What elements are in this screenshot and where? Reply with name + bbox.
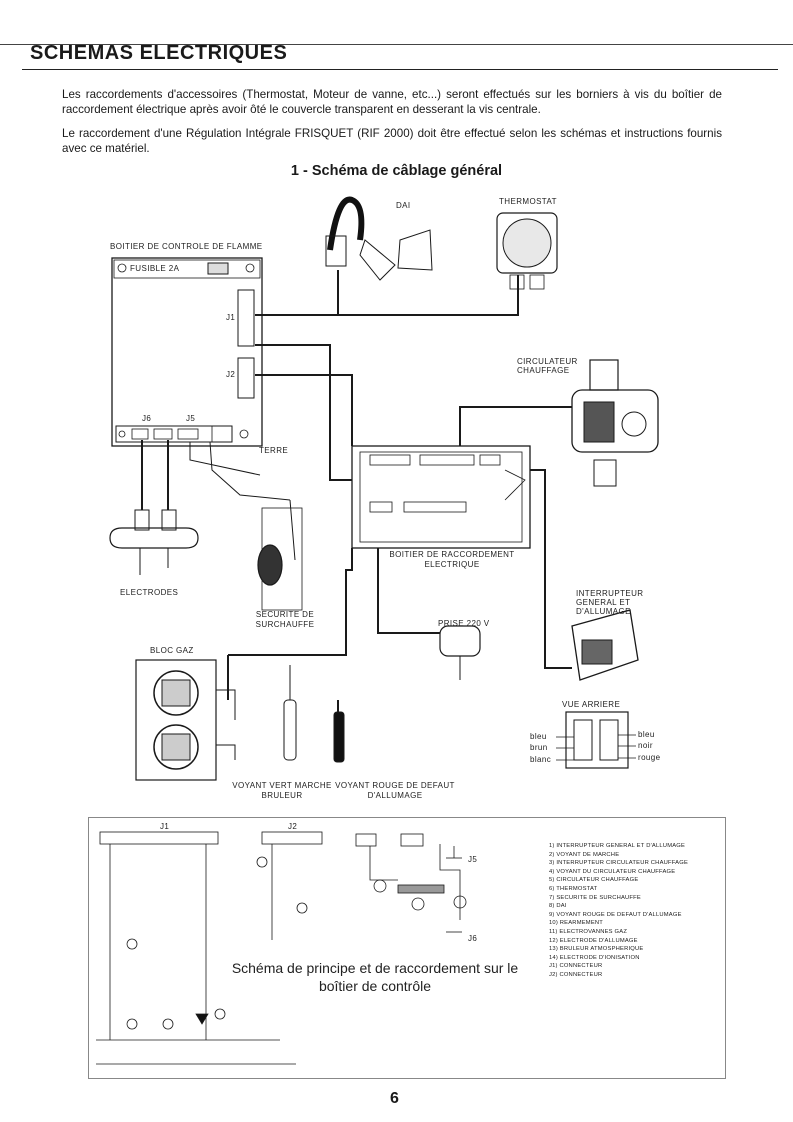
label-red-light: VOYANT ROUGE DE DEFAUT D'ALLUMAGE (335, 781, 455, 800)
legend-item: 8) DAI (549, 903, 567, 910)
inset-j1-connector (99, 831, 219, 845)
inset-j5-left (355, 833, 377, 847)
thermostat-body (496, 212, 558, 274)
green-light (283, 699, 297, 761)
label-electrodes: ELECTRODES (120, 588, 179, 597)
fuse-strip (113, 259, 261, 279)
screw-icon (117, 263, 127, 273)
label-gas-block: BLOC GAZ (150, 646, 194, 655)
label-rear-view: VUE ARRIERE (562, 700, 621, 709)
label-connection-box: BOITIER DE RACCORDEMENT ELECTRIQUE (389, 550, 515, 569)
legend-item: 5) CIRCULATEUR CHAUFFAGE (549, 877, 639, 884)
label-plug: PRISE 220 V (438, 619, 490, 628)
control-box-outline (111, 257, 263, 447)
inset-legend: 1) INTERRUPTEUR GENERAL ET D'ALLUMAGE 2)… (549, 842, 749, 980)
legend-item: 4) VOYANT DU CIRCULATEUR CHAUFFAGE (549, 868, 676, 875)
page-title: SCHEMAS ELECTRIQUES (30, 42, 288, 64)
bottom-connectors (115, 425, 233, 443)
circulator-body (571, 389, 659, 453)
section-title: 1 - Schéma de câblage général (290, 163, 503, 179)
inset-j5-right (400, 833, 424, 847)
label-j2: J2 (226, 370, 236, 379)
plug-icon (439, 625, 481, 657)
label-green-light: VOYANT VERT MARCHE BRULEUR (232, 781, 332, 800)
label-wire-blue-right: bleu (638, 730, 655, 739)
inset-label-j2: J2 (288, 822, 298, 831)
electrode-bar (109, 527, 199, 549)
legend-item: 14) ELECTRODE D'IONISATION (549, 954, 640, 961)
inset-label-j6: J6 (468, 934, 478, 943)
gas-block (135, 659, 217, 781)
inset-j2-connector (261, 831, 323, 845)
inset-label-j5: J5 (468, 855, 478, 864)
legend-item: 2) VOYANT DE MARCHE (549, 851, 620, 858)
rear-view-switch (565, 711, 629, 769)
header-rule (22, 69, 778, 70)
j2-connector (237, 357, 255, 399)
legend-item: 6) THERMOSTAT (549, 885, 598, 892)
intro-paragraph-1: Les raccordements d'accessoires (Thermos… (62, 88, 722, 116)
legend-item: J1) CONNECTEUR (549, 963, 603, 970)
label-circulator: CIRCULATEUR CHAUFFAGE (517, 357, 578, 375)
label-wire-red: rouge (638, 753, 661, 762)
legend-item: 7) SECURITE DE SURCHAUFFE (549, 894, 641, 901)
j5-connector (177, 428, 199, 440)
legend-item: J2) CONNECTEUR (549, 971, 603, 978)
legend-item: 9) VOYANT ROUGE DE DEFAUT D'ALLUMAGE (549, 911, 682, 918)
label-j5: J5 (186, 414, 196, 423)
inset-label-j1: J1 (160, 822, 170, 831)
legend-item: 10) REARMEMENT (549, 920, 604, 927)
j6-connector (131, 428, 149, 440)
label-thermostat: THERMOSTAT (499, 197, 557, 206)
interrupter-switch (571, 609, 639, 681)
legend-item: 12) ELECTRODE D'ALLUMAGE (549, 937, 638, 944)
legend-item: 3) INTERRUPTEUR CIRCULATEUR CHAUFFAGE (549, 860, 689, 867)
label-overheat-safety: SECURITE DE SURCHAUFFE (255, 610, 315, 629)
header-rule-top (0, 44, 793, 45)
inset-schematic-box (88, 817, 726, 1079)
screw-icon (245, 263, 255, 273)
legend-item: 13) BRULEUR ATMOSPHERIQUE (549, 946, 644, 953)
label-wire-black: noir (638, 741, 653, 750)
label-wire-white: blanc (530, 755, 552, 764)
page-number: 6 (390, 1090, 399, 1107)
label-wire-brown: brun (530, 743, 548, 752)
label-j1: J1 (226, 313, 236, 322)
label-dai: DAI (396, 201, 411, 210)
label-wire-blue-left: bleu (530, 732, 547, 741)
connection-box-outline (351, 445, 531, 549)
label-j6: J6 (142, 414, 152, 423)
intro-paragraph-2: Le raccordement d'une Régulation Intégra… (62, 127, 722, 155)
label-control-box: BOITIER DE CONTROLE DE FLAMME (110, 242, 263, 251)
label-fuse: FUSIBLE 2A (130, 264, 180, 273)
label-interrupter: INTERRUPTEUR GENERAL ET D'ALLUMAGE (576, 589, 644, 616)
label-terre: TERRE (259, 446, 289, 455)
inset-title: Schéma de principe et de raccordement su… (231, 960, 519, 994)
red-light (333, 711, 345, 763)
fuse-icon (207, 262, 229, 275)
legend-item: 11) ELECTROVANNES GAZ (549, 928, 628, 935)
j1-connector (237, 289, 255, 347)
legend-item: 1) INTERRUPTEUR GENERAL ET D'ALLUMAGE (549, 843, 686, 849)
